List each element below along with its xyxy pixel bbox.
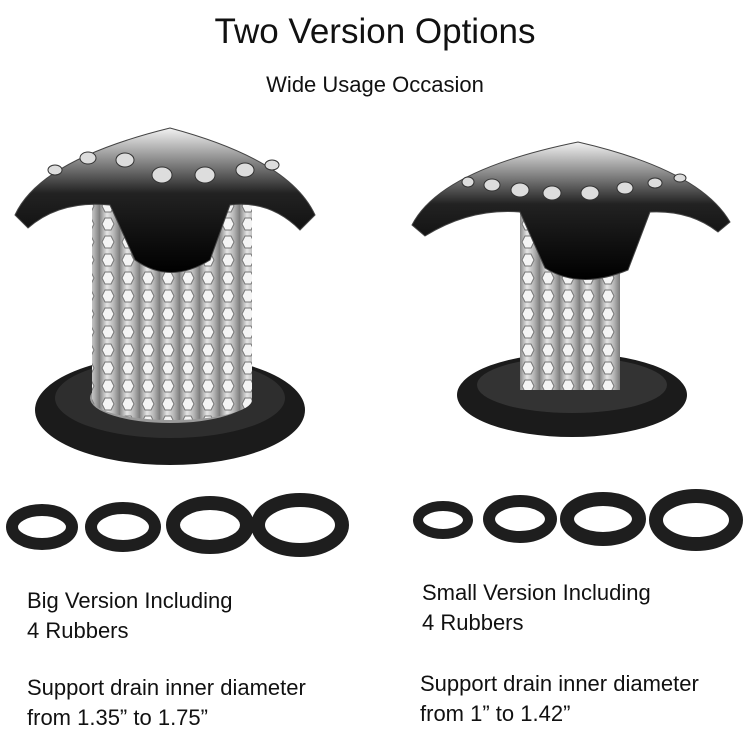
- small-strainer-image: [411, 141, 731, 437]
- small-version-heading-line2: 4 Rubbers: [422, 610, 524, 635]
- big-version-heading-line1: Big Version Including: [27, 588, 233, 613]
- big-version-heading: Big Version Including 4 Rubbers: [27, 586, 232, 646]
- small-version-heading-line1: Small Version Including: [422, 580, 651, 605]
- small-version-support: Support drain inner diameter from 1” to …: [420, 669, 699, 729]
- small-version-support-line1: Support drain inner diameter: [420, 671, 699, 696]
- small-version-rubbers: [413, 489, 743, 551]
- small-version-heading: Small Version Including 4 Rubbers: [422, 578, 651, 638]
- page-subtitle: Wide Usage Occasion: [266, 72, 484, 97]
- big-version-support: Support drain inner diameter from 1.35” …: [27, 673, 306, 733]
- small-version-support-line2: from 1” to 1.42”: [420, 701, 571, 726]
- big-version-rubbers: [6, 493, 349, 557]
- big-version-support-line2: from 1.35” to 1.75”: [27, 705, 208, 730]
- big-strainer-image: [14, 127, 316, 465]
- page-title: Two Version Options: [214, 12, 536, 51]
- big-version-support-line1: Support drain inner diameter: [27, 675, 306, 700]
- big-version-heading-line2: 4 Rubbers: [27, 618, 129, 643]
